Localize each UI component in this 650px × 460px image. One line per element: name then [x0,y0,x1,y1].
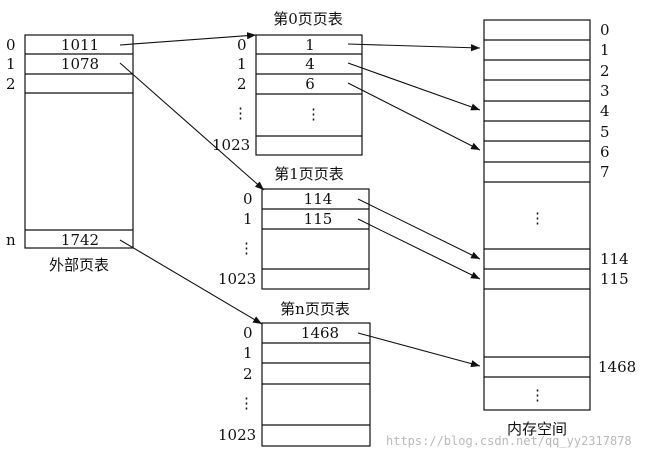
frame-label-0: 0 [600,21,610,39]
memory-ellipsis-bottom: ⋮ [530,386,545,404]
mapping-arrows [119,32,481,368]
arrow-outer1-to-pt1 [119,62,265,191]
outer-row-label-1: 1 [6,55,16,73]
ptn-row-label-1: 1 [243,344,253,362]
pt0-row-label-2: 2 [237,75,247,93]
memory-space: 0 1 2 3 4 5 6 7 ⋮ 114 115 1468 ⋮ 内存空间 [483,19,636,438]
pt1-row-label-1: 1 [243,210,253,228]
page-table-0: 第0页页表 0 1 2 ⋮ 1023 1 4 6 ⋮ [212,10,363,156]
pt0-entry-2: 6 [305,75,315,93]
arrow-pt0-2-to-frame6 [347,82,481,151]
pt0-row-label-0: 0 [237,36,247,54]
pt1-entry-0: 114 [304,190,333,208]
outer-entry-1: 1078 [61,55,99,73]
pt0-row-ellipsis: ⋮ [233,104,248,122]
frame-label-3: 3 [600,82,610,100]
pt1-row-ellipsis: ⋮ [239,239,254,257]
frame-label-115: 115 [600,270,629,288]
ptn-row-ellipsis: ⋮ [239,394,254,412]
frame-label-1: 1 [600,41,610,59]
page-table-1-box [261,188,370,290]
outer-table-box [24,34,134,249]
page-table-n-title: 第n页页表 [280,300,350,318]
frame-label-4: 4 [600,102,610,120]
outer-page-table: 0 1 2 n 1011 1078 1742 外部页表 [6,34,134,274]
frame-label-1468: 1468 [598,358,636,376]
page-table-n: 第n页页表 0 1 2 ⋮ 1023 1468 [218,300,371,447]
pt1-row-label-0: 0 [243,190,253,208]
pt0-row-label-1023: 1023 [212,136,250,154]
page-table-1-title: 第1页页表 [274,165,344,183]
page-table-0-box [255,34,363,156]
outer-entry-0: 1011 [61,36,99,54]
outer-row-label-2: 2 [6,75,16,93]
outer-row-label-n: n [6,231,16,249]
ptn-entry-0: 1468 [301,324,339,342]
page-table-0-title: 第0页页表 [273,10,343,28]
pt0-entry-ellipsis: ⋮ [306,105,321,123]
pt0-entry-1: 4 [305,55,315,73]
pt0-entry-0: 1 [305,36,315,54]
ptn-row-label-2: 2 [243,365,253,383]
arrow-outer0-to-pt0 [119,32,257,46]
ptn-row-label-0: 0 [243,324,253,342]
memory-title: 内存空间 [507,420,567,438]
outer-row-label-0: 0 [6,36,16,54]
frame-label-6: 6 [600,143,610,161]
memory-box [483,19,591,411]
outer-entry-n: 1742 [61,231,99,249]
page-table-1: 第1页页表 0 1 ⋮ 1023 114 115 [218,165,370,290]
pt0-row-label-1: 1 [237,55,247,73]
pt1-entry-1: 115 [304,210,333,228]
frame-label-5: 5 [600,123,610,141]
memory-ellipsis-mid: ⋮ [530,209,545,227]
arrow-ptn-0-to-frame1468 [357,332,481,368]
arrow-outern-to-ptn [119,239,263,325]
outer-table-title: 外部页表 [49,256,109,274]
arrow-pt0-1-to-frame4 [347,62,481,111]
arrow-pt0-0-to-frame1 [347,43,481,52]
frame-label-2: 2 [600,62,610,80]
pt1-row-label-1023: 1023 [218,270,256,288]
frame-label-114: 114 [600,250,629,268]
ptn-row-label-1023: 1023 [218,426,256,444]
watermark-text: https://blog.csdn.net/qq_yy2317878 [386,434,632,448]
arrow-pt1-0-to-frame114 [357,198,481,260]
frame-label-7: 7 [600,163,610,181]
arrow-pt1-1-to-frame115 [357,218,481,280]
